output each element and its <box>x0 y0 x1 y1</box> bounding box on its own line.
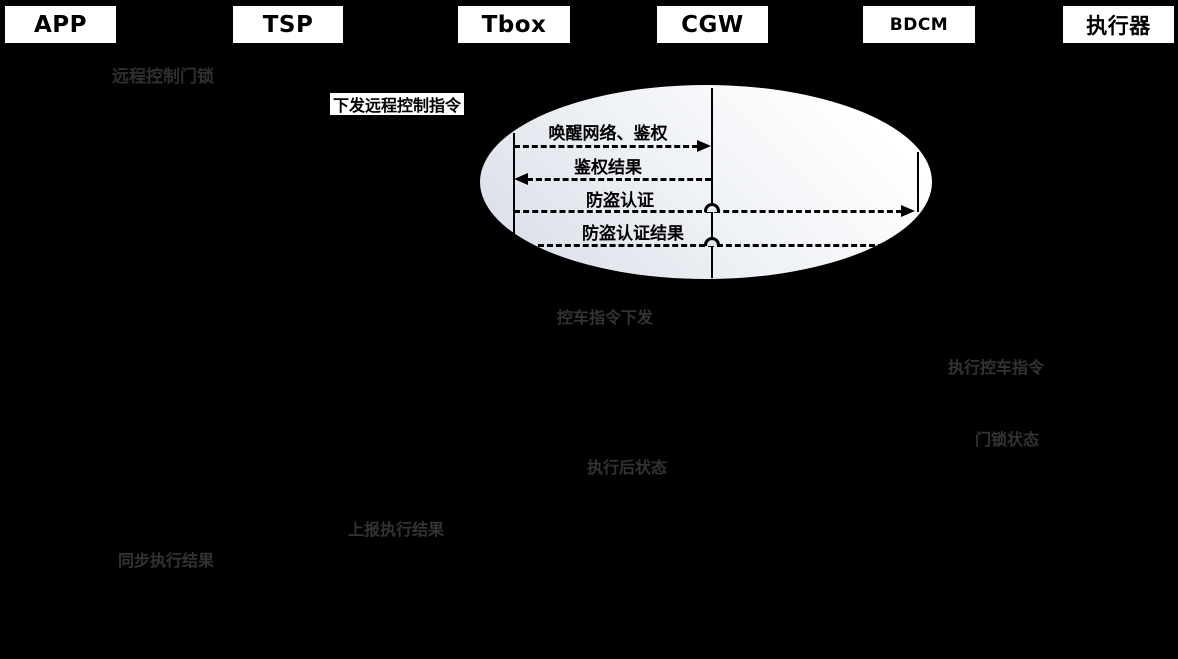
actor-label-bdcm: BDCM <box>889 14 949 35</box>
actor-box-actuator: 执行器 <box>1063 6 1174 43</box>
lifeline-cgw <box>711 88 713 278</box>
scenario-label: 远程控制门锁 <box>112 67 214 87</box>
flow-label-post-exec-status: 执行后状态 <box>587 458 668 477</box>
arrowhead-right-icon <box>697 140 711 152</box>
actor-box-tbox: Tbox <box>458 6 570 43</box>
highlight-ellipse <box>480 85 932 279</box>
message-label-antitheft-auth: 防盗认证 <box>586 191 654 211</box>
flow-label-execute-command: 执行控车指令 <box>948 358 1045 377</box>
message-label-auth-result: 鉴权结果 <box>574 158 642 178</box>
actor-box-bdcm: BDCM <box>863 6 975 43</box>
message-label-antitheft-result: 防盗认证结果 <box>582 224 684 244</box>
message-line-wake-auth <box>514 145 698 148</box>
lifeline-bdcm <box>917 152 919 212</box>
message-line-auth-result <box>527 178 711 181</box>
message-label-wake-auth: 唤醒网络、鉴权 <box>548 124 668 144</box>
flow-label-report-result: 上报执行结果 <box>348 520 445 539</box>
actor-box-app: APP <box>5 6 116 43</box>
flow-label-command-down: 控车指令下发 <box>557 308 654 327</box>
actor-label-tsp: TSP <box>262 11 314 38</box>
flow-label-doorlock-status: 门锁状态 <box>975 430 1040 449</box>
lifeline-tbox <box>513 133 515 250</box>
actor-label-tbox: Tbox <box>481 11 547 38</box>
arrowhead-right-icon <box>901 205 915 217</box>
actor-box-tsp: TSP <box>233 6 343 43</box>
actor-box-cgw: CGW <box>657 6 768 43</box>
actor-label-cgw: CGW <box>681 11 744 38</box>
actor-label-actuator: 执行器 <box>1086 13 1151 38</box>
command-box: 下发远程控制指令 <box>330 93 464 115</box>
actor-label-app: APP <box>33 11 87 38</box>
arrowhead-left-icon <box>514 173 528 185</box>
flow-label-sync-result: 同步执行结果 <box>118 551 215 570</box>
line-hop-icon <box>704 203 720 212</box>
line-hop-icon <box>704 237 720 246</box>
